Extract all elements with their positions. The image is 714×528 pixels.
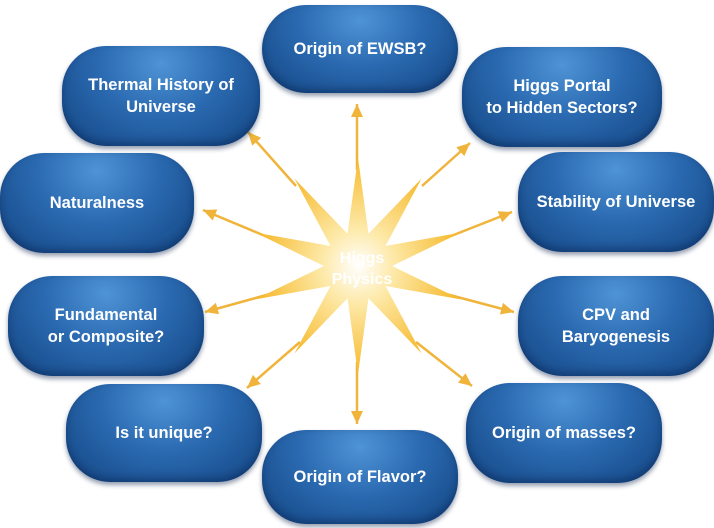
topic-thermal-history: Thermal History of Universe bbox=[62, 46, 260, 146]
topic-fundamental-composite: Fundamental or Composite? bbox=[8, 276, 204, 376]
topic-stability-universe: Stability of Universe bbox=[518, 152, 714, 252]
arrowhead bbox=[497, 211, 512, 223]
arrowhead bbox=[248, 132, 262, 146]
topic-higgs-portal: Higgs Portal to Hidden Sectors? bbox=[462, 47, 662, 147]
arrowhead bbox=[205, 302, 220, 315]
topic-origin-masses: Origin of masses? bbox=[466, 383, 662, 483]
arrowhead bbox=[499, 302, 514, 315]
topic-is-it-unique: Is it unique? bbox=[66, 384, 262, 482]
star-burst bbox=[255, 158, 461, 374]
topic-naturalness: Naturalness bbox=[0, 153, 194, 253]
arrowhead bbox=[456, 143, 470, 157]
arrowhead bbox=[203, 209, 218, 221]
topic-origin-ewsb: Origin of EWSB? bbox=[262, 5, 458, 93]
arrowhead bbox=[247, 374, 261, 388]
center-label: Higgs Physics bbox=[331, 250, 393, 288]
arrowhead bbox=[458, 373, 472, 386]
topic-origin-flavor: Origin of Flavor? bbox=[262, 430, 458, 524]
arrowhead bbox=[351, 411, 363, 424]
arrows-group bbox=[202, 104, 515, 424]
arrowhead bbox=[351, 104, 363, 117]
topic-cpv-baryogenesis: CPV and Baryogenesis bbox=[518, 276, 714, 376]
